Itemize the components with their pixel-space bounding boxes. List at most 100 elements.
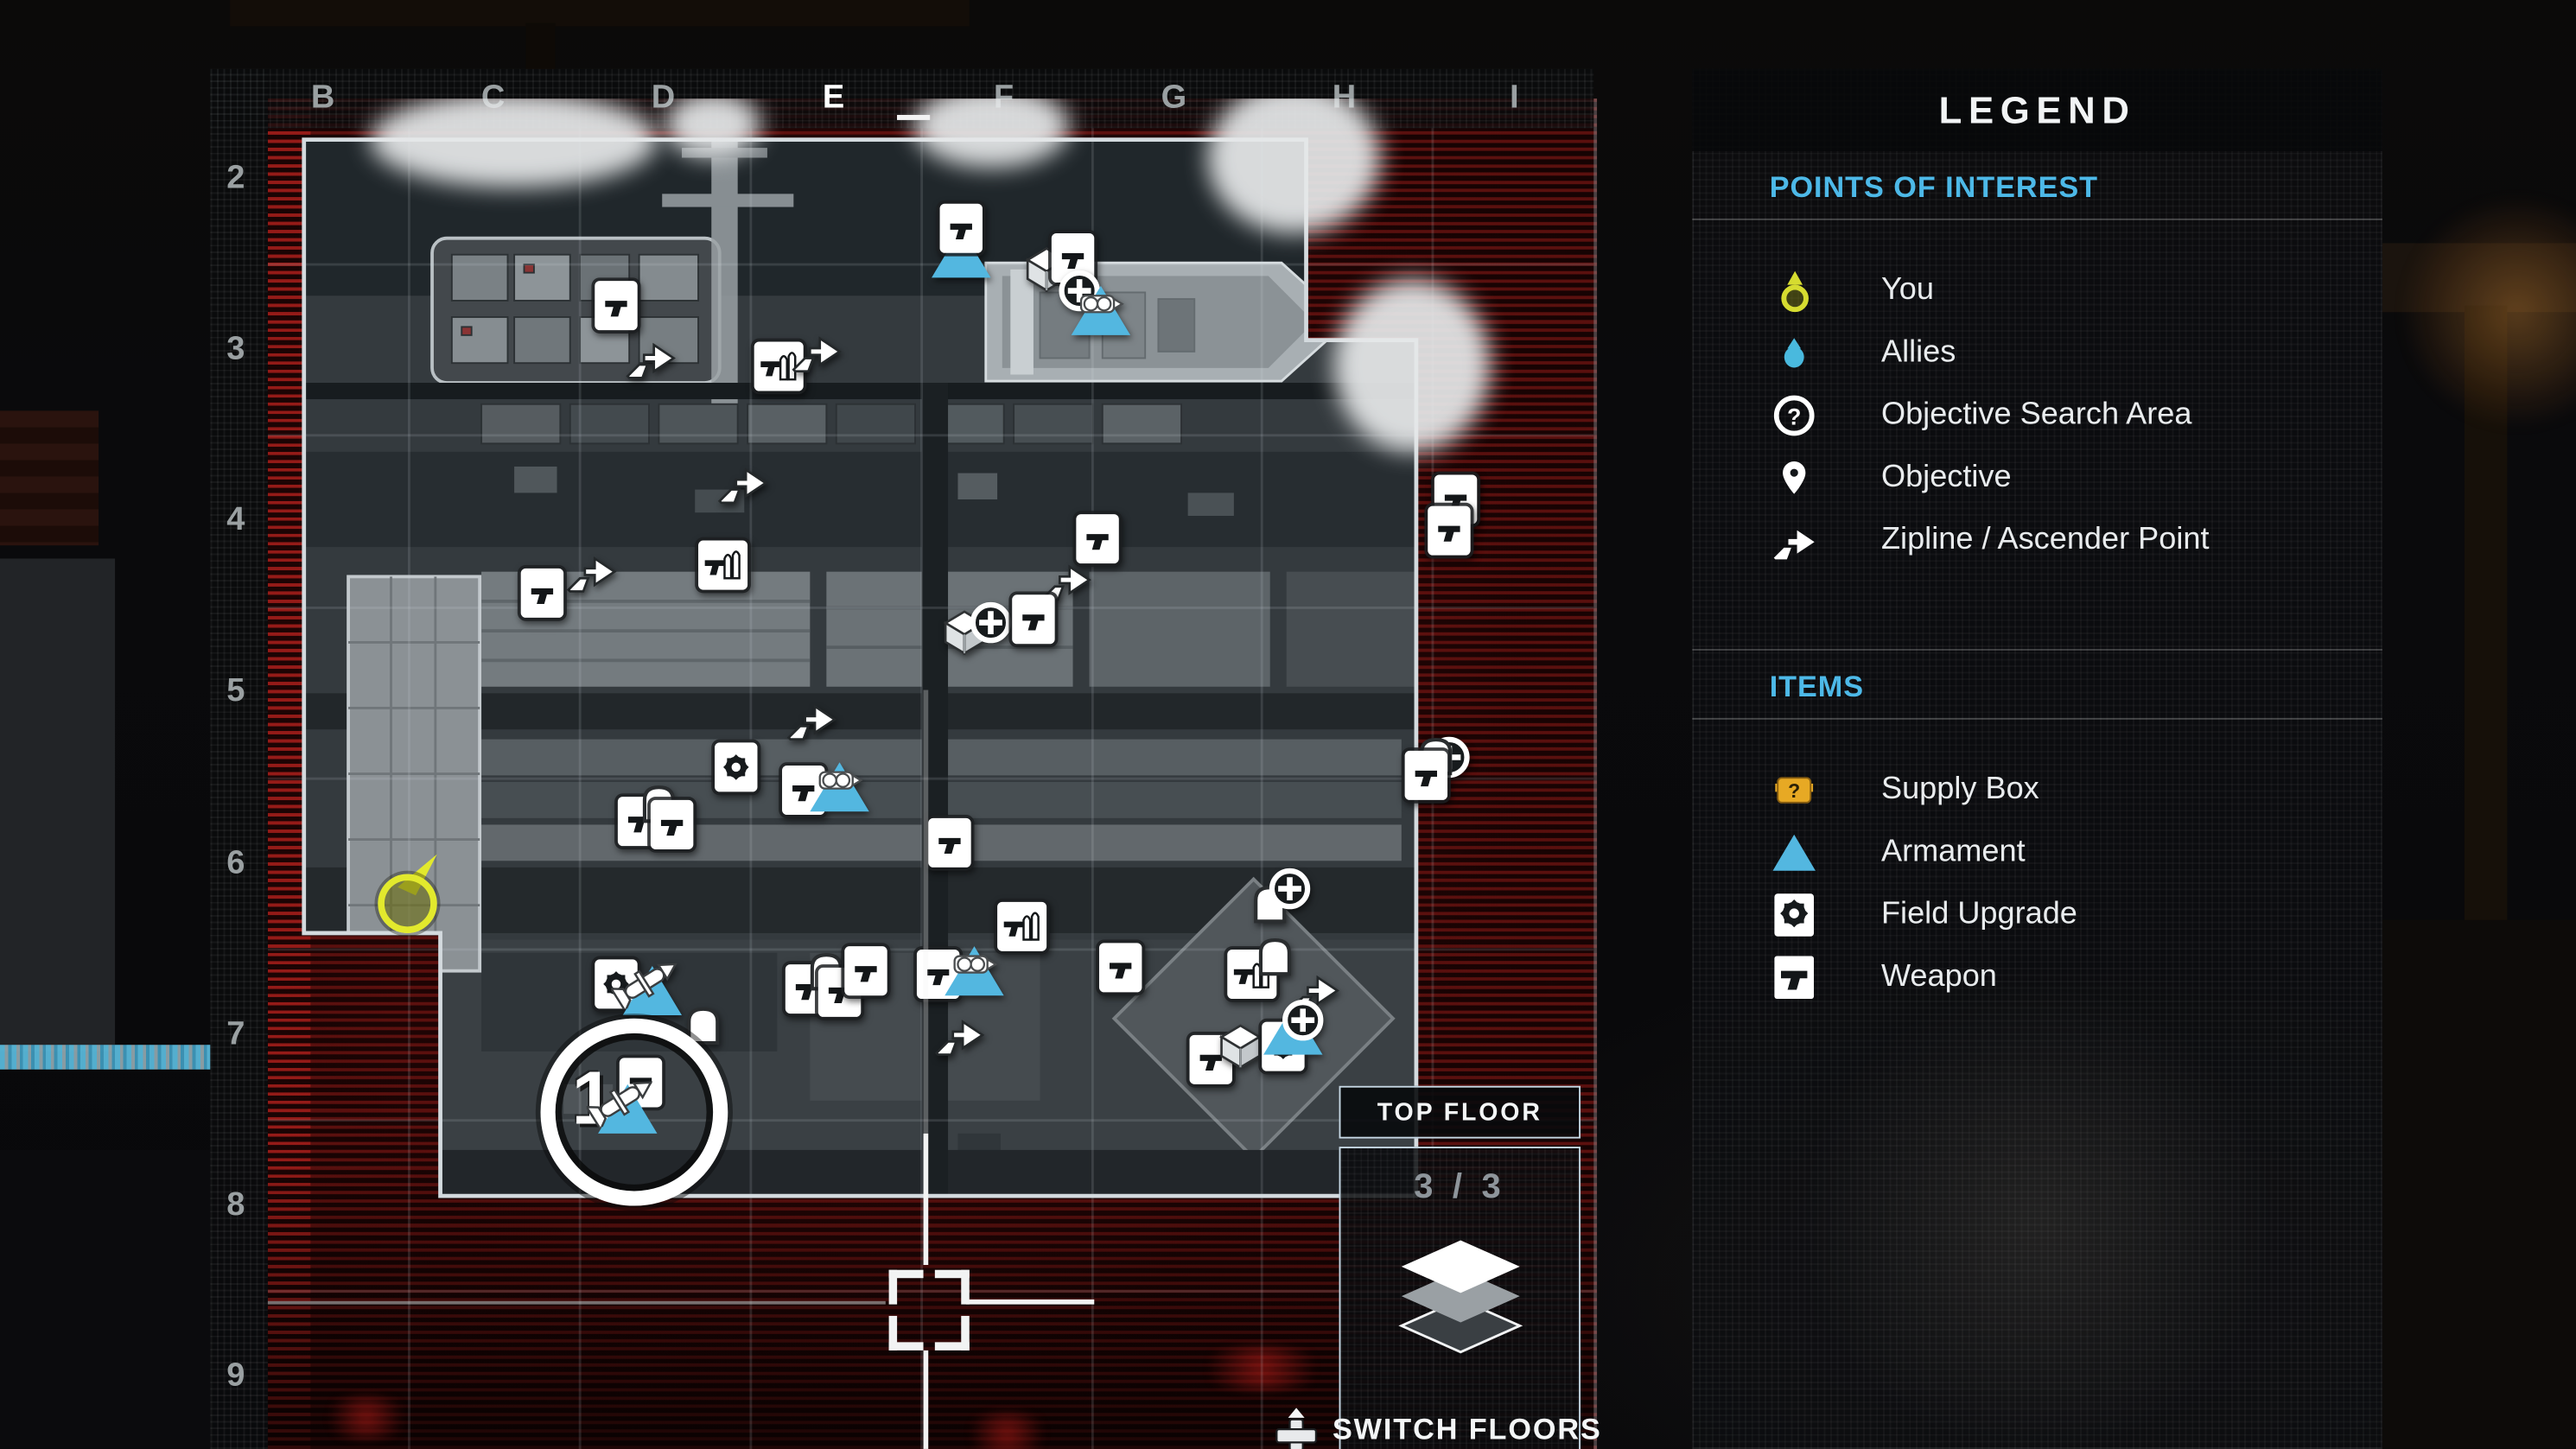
cursor-bracket	[934, 1315, 970, 1350]
you-marker	[378, 854, 437, 933]
svg-text:?: ?	[1788, 779, 1800, 802]
crane-silhouette	[2464, 305, 2508, 996]
cursor-vertical-line	[922, 1350, 928, 1449]
armament-triangle-icon	[932, 228, 991, 278]
floor-label: TOP FLOOR	[1377, 1098, 1542, 1127]
legend-panel: LEGEND POINTS OF INTEREST You Allies ? Ob…	[1692, 68, 2382, 1449]
grid-column-label-G: G	[1161, 79, 1189, 117]
weapon-map-icon	[595, 281, 638, 331]
crane-silhouette	[525, 22, 556, 69]
floor-layers-icon	[1397, 1240, 1523, 1354]
fog-cloud	[369, 99, 658, 187]
grid-column-label-I: I	[1510, 79, 1521, 117]
legend-item-field-upgrade: Field Upgrade	[1692, 884, 2382, 946]
legend-header: LEGEND	[1692, 68, 2382, 151]
legend-section-title: POINTS OF INTEREST	[1769, 170, 2098, 204]
grid-row-label-8: 8	[226, 1186, 247, 1223]
grid-row-label-5: 5	[226, 673, 247, 710]
allies-icon	[1770, 328, 1819, 378]
grid-row-label-7: 7	[226, 1015, 247, 1052]
grid-row-label-9: 9	[226, 1357, 247, 1395]
zipline-arrow-icon	[792, 336, 842, 373]
you-circle	[378, 874, 437, 933]
switch-floors-label: SWITCH FLOORS	[1332, 1412, 1602, 1446]
field-upgrade-map-icon	[715, 742, 758, 792]
grid-row-label-4: 4	[226, 502, 247, 539]
legend-title: LEGEND	[1938, 87, 2136, 131]
cursor-vertical-line	[922, 1133, 928, 1266]
crane-silhouette	[2382, 243, 2576, 313]
objective-icon	[1770, 454, 1819, 503]
supply-box-icon: ?	[1770, 766, 1819, 815]
fog-cloud	[913, 99, 1070, 168]
you-icon	[1770, 266, 1819, 315]
weapon-map-icon	[1076, 514, 1119, 564]
legend-item-label: Allies	[1880, 334, 1956, 370]
armor-plate-icon	[687, 1007, 720, 1045]
legend-item-label: Objective Search Area	[1880, 397, 2192, 433]
rocket-icon	[586, 1081, 653, 1128]
objective-search-icon: ?	[1770, 391, 1819, 441]
legend-item-armament: Armament	[1692, 822, 2382, 884]
supply-crate-icon	[1218, 1024, 1262, 1070]
dock-silhouette	[2382, 919, 2576, 1449]
legend-item-zipline-ascender-point: Zipline / Ascender Point	[1692, 509, 2382, 571]
weapon-map-icon	[1404, 750, 1448, 800]
armor-plate-icon	[1258, 937, 1291, 976]
field-upgrade-icon	[1770, 891, 1819, 940]
zipline-arrow-icon	[786, 704, 837, 740]
legend-item-label: Field Upgrade	[1880, 897, 2077, 932]
weapon-map-icon	[1012, 594, 1055, 645]
legend-item-supply-box: ?Supply Box	[1692, 759, 2382, 821]
divider	[1692, 717, 2382, 720]
armament-icon	[1770, 828, 1819, 877]
cursor-bracket	[888, 1315, 924, 1350]
map-markers-layer: 1	[268, 99, 1593, 1449]
fog-cloud	[1333, 279, 1491, 452]
grid-column-label-E: E	[822, 79, 847, 117]
zipline-arrow-icon	[626, 342, 676, 379]
weapon-map-icon	[650, 799, 694, 849]
grid-column-label-B: B	[310, 79, 337, 117]
cursor-bracket	[934, 1269, 970, 1305]
divider	[1692, 649, 2382, 651]
legend-item-label: Objective	[1880, 460, 2012, 495]
cyan-ticker-bar	[0, 1045, 211, 1070]
switch-floors-button[interactable]: SWITCH FLOORS	[1274, 1408, 1602, 1449]
zipline-icon	[1770, 516, 1819, 565]
weapon-map-icon	[1098, 943, 1142, 993]
legend-item-label: Weapon	[1880, 959, 1997, 995]
legend-item-you: You	[1692, 259, 2382, 321]
legend-item-allies: Allies	[1692, 322, 2382, 384]
weapon-map-icon	[939, 203, 983, 253]
grid-row-label-6: 6	[226, 844, 247, 881]
floor-count: 3 / 3	[1414, 1167, 1506, 1206]
ammo-map-icon	[754, 341, 804, 391]
dpad-icon	[1275, 1408, 1318, 1449]
weapon-icon	[1770, 953, 1819, 1002]
floor-label-box: TOP FLOOR	[1339, 1085, 1581, 1139]
weapon-map-icon	[844, 946, 887, 996]
legend-item-objective-search-area: ? Objective Search Area	[1692, 384, 2382, 447]
grid-row-label-3: 3	[226, 331, 247, 368]
red-blotch	[1187, 1347, 1336, 1390]
gadget-glyph	[1079, 295, 1124, 314]
cursor-horizontal-line	[267, 1300, 886, 1305]
divider	[1692, 218, 2382, 220]
ammo-map-icon	[698, 540, 748, 590]
objective-circle-marker: 1	[540, 1018, 728, 1206]
weapon-map-icon	[916, 949, 960, 999]
weapon-map-icon	[520, 568, 564, 618]
medical-icon	[970, 601, 1012, 644]
weapon-map-icon	[928, 817, 971, 867]
legend-item-label: Armament	[1880, 834, 2026, 869]
legend-item-objective: Objective	[1692, 447, 2382, 509]
legend-section-0: POINTS OF INTEREST You Allies ? Objective…	[1692, 151, 2382, 572]
pier-silhouette	[0, 1149, 214, 1449]
dock-lamp-glow	[2401, 197, 2576, 428]
gadget-glyph	[818, 771, 863, 790]
legend-item-label: You	[1880, 272, 1934, 308]
